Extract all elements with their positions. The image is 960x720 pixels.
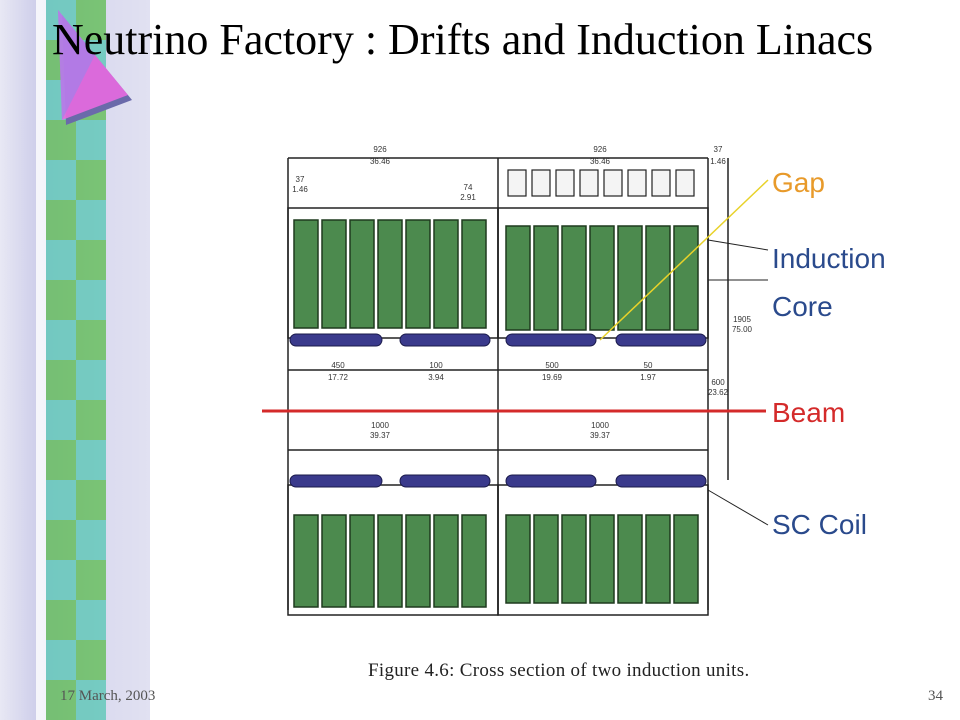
dim-197: 1.97 [640,373,656,382]
dim-926-left: 926 [373,145,387,154]
dim-291: 2.91 [460,193,476,202]
sc-coils [289,333,707,488]
dim-3937-left: 39.37 [370,431,391,440]
cross-section-figure: 926 36.46 926 36.46 37 1.46 74 2.91 37 1… [250,130,930,690]
left-bottom-induction-cores [293,514,487,608]
dim-1000-left: 1000 [371,421,389,430]
slide-title: Neutrino Factory : Drifts and Induction … [52,15,874,64]
dim-50: 50 [644,361,653,370]
dim-7500: 75.00 [732,325,753,334]
dim-500: 500 [545,361,559,370]
dim-3937-right: 39.37 [590,431,611,440]
dim-1000-right: 1000 [591,421,609,430]
gap-leader-line [599,179,769,341]
label-sc-coil: SC Coil [772,509,867,540]
dim-926-right: 926 [593,145,607,154]
decorative-sidebar [0,0,150,720]
dim-37-right: 37 [714,145,723,154]
induction-leader-line [707,239,769,251]
cross-section-diagram: 926 36.46 926 36.46 37 1.46 74 2.91 37 1… [262,145,886,616]
dim-100: 100 [429,361,443,370]
dim-3646-left: 36.46 [370,157,391,166]
right-bottom-induction-cores [505,514,699,604]
sc-coil-leader-line [707,489,769,526]
figure-caption: Figure 4.6: Cross section of two inducti… [368,660,750,681]
dim-1772: 17.72 [328,373,349,382]
dim-600: 600 [711,378,725,387]
dim-450: 450 [331,361,345,370]
label-core: Core [772,291,833,322]
dim-146-right: 1.46 [710,157,726,166]
footer-date: 17 March, 2003 [60,688,156,704]
dim-74: 74 [464,183,473,192]
dim-2362: 23.62 [708,388,729,397]
left-top-induction-cores [293,219,487,329]
label-beam: Beam [772,397,845,428]
dim-394: 3.94 [428,373,444,382]
sidebar-pattern [0,0,150,720]
label-gap: Gap [772,167,825,198]
dim-146-left: 1.46 [292,185,308,194]
label-induction: Induction [772,243,886,274]
dim-3646-right: 36.46 [590,157,611,166]
dim-37-left: 37 [296,175,305,184]
dim-1905: 1905 [733,315,751,324]
dim-1969: 19.69 [542,373,563,382]
right-top-induction-cores [505,169,699,331]
page-number: 34 [928,688,943,704]
